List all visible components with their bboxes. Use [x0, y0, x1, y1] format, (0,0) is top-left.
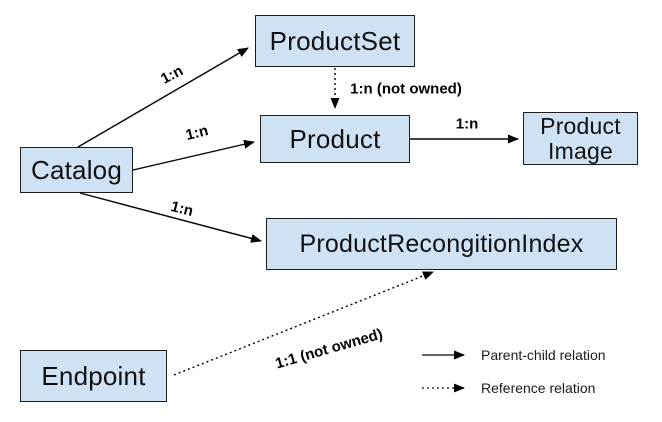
edge-label-catalog-productrecognitionindex: 1:n	[169, 198, 195, 220]
node-product-image-label: Product Image	[540, 112, 621, 164]
node-productset-label: ProductSet	[269, 25, 401, 56]
edge-catalog-product-line	[132, 139, 255, 171]
node-product-image: Product Image	[523, 112, 638, 165]
node-catalog-label: Catalog	[30, 154, 123, 185]
node-product-label: Product	[289, 123, 381, 154]
edge-label-product-productimage: 1:n	[455, 115, 479, 133]
edge-label-catalog-product: 1:n	[184, 122, 210, 144]
edge-label-productset-product: 1:n (not owned)	[350, 80, 462, 98]
node-product: Product	[260, 115, 410, 163]
node-endpoint: Endpoint	[20, 350, 167, 402]
node-catalog: Catalog	[20, 147, 133, 193]
edge-label-endpoint-productrecognitionindex: 1:1 (not owned)	[273, 325, 385, 373]
node-productset: ProductSet	[255, 15, 415, 67]
node-product-recognition-index-label: ProductRecongitionIndex	[299, 229, 584, 258]
edge-catalog-productrecognitionindex-line	[79, 192, 262, 243]
node-endpoint-label: Endpoint	[41, 360, 146, 391]
node-product-recognition-index: ProductRecongitionIndex	[266, 218, 617, 270]
edge-label-catalog-productset: 1:n	[158, 62, 186, 88]
legend-item-parent-child-label: Parent-child relation	[481, 347, 606, 363]
edge-catalog-productset-line	[77, 47, 249, 148]
legend-item-reference-label: Reference relation	[481, 380, 596, 396]
